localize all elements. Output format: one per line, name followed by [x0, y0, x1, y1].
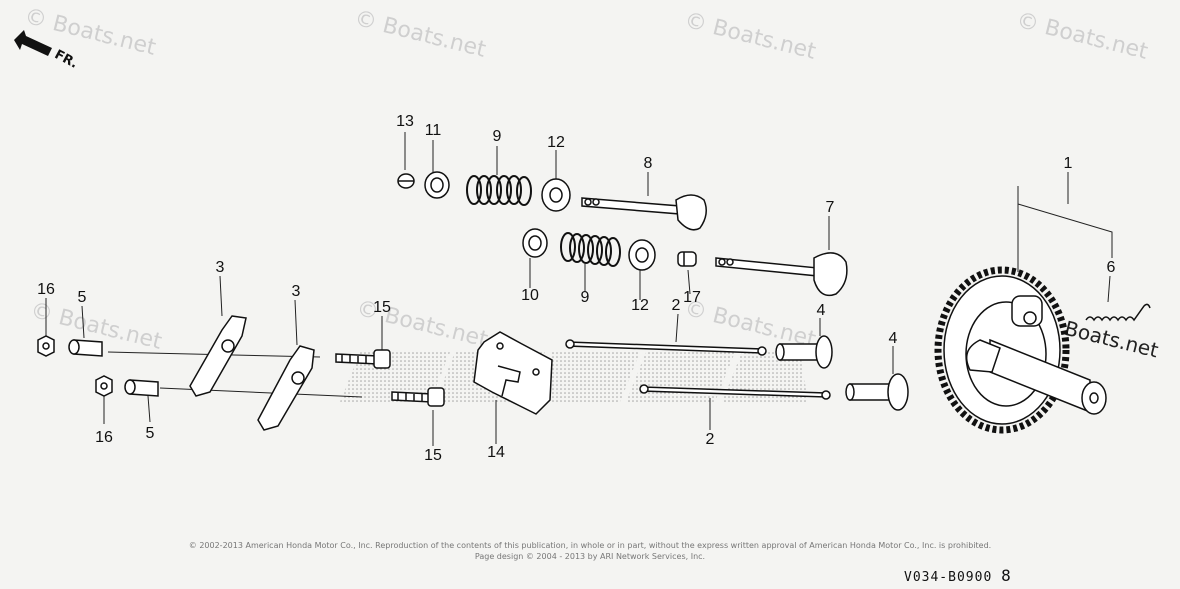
exhaust-valve — [581, 194, 707, 231]
callout-label: 11 — [424, 122, 442, 139]
push-rods — [565, 339, 831, 400]
spring-retainer-upper — [541, 178, 571, 212]
callout-label: 9 — [492, 128, 502, 145]
callout-label: 12 — [547, 134, 565, 151]
page-design-credit: Page design © 2004 - 2013 by ARI Network… — [474, 552, 706, 561]
camshaft-assembly — [934, 266, 1107, 434]
valve-cap — [424, 171, 450, 199]
callout-label: 4 — [816, 302, 826, 319]
callout-label: 1 — [1063, 155, 1073, 172]
diagram-code-suffix: 8 — [1001, 566, 1012, 585]
callout-label: 13 — [396, 113, 414, 130]
callout-label: 8 — [643, 155, 653, 172]
valve-spring-upper — [466, 175, 532, 206]
callout-label: 4 — [888, 330, 898, 347]
push-rod-guide-plate — [473, 331, 553, 415]
valve-tappets — [775, 335, 909, 411]
valve-rotator — [677, 251, 697, 267]
copyright-notice: © 2002-2013 American Honda Motor Co., In… — [188, 541, 992, 550]
rocker-arms — [189, 315, 315, 431]
callout-label: 10 — [521, 287, 539, 304]
valve-cotter — [397, 173, 415, 189]
callout-label: 2 — [705, 431, 715, 448]
front-direction-arrow-icon — [14, 30, 52, 56]
callout-label: 16 — [95, 429, 113, 446]
intake-valve — [715, 252, 848, 297]
callout-label: 5 — [145, 425, 155, 442]
callout-label: 3 — [291, 283, 301, 300]
callout-label: 3 — [215, 259, 225, 276]
callout-label: 7 — [825, 199, 835, 216]
callout-label: 17 — [683, 289, 701, 306]
callout-label: 6 — [1106, 259, 1116, 276]
valve-spring-lower — [560, 232, 621, 267]
valve-cap-lower — [522, 228, 548, 258]
adjusting-nuts — [37, 335, 113, 397]
spring-retainer-lower — [628, 239, 656, 271]
callout-label: 9 — [580, 289, 590, 306]
callout-label: 12 — [631, 297, 649, 314]
callout-label: 5 — [77, 289, 87, 306]
pivot-adjusters — [68, 339, 159, 397]
callout-label: 14 — [487, 444, 505, 461]
callout-label: 15 — [373, 299, 391, 316]
callout-label: 16 — [37, 281, 55, 298]
decompressor-spring — [1085, 303, 1151, 322]
diagram-code: V034-B0900 8 — [904, 566, 1012, 585]
rocker-studs — [335, 349, 445, 407]
callout-label: 15 — [424, 447, 442, 464]
diagram-code-main: V034-B0900 — [904, 570, 993, 585]
callout-label: 2 — [671, 297, 681, 314]
